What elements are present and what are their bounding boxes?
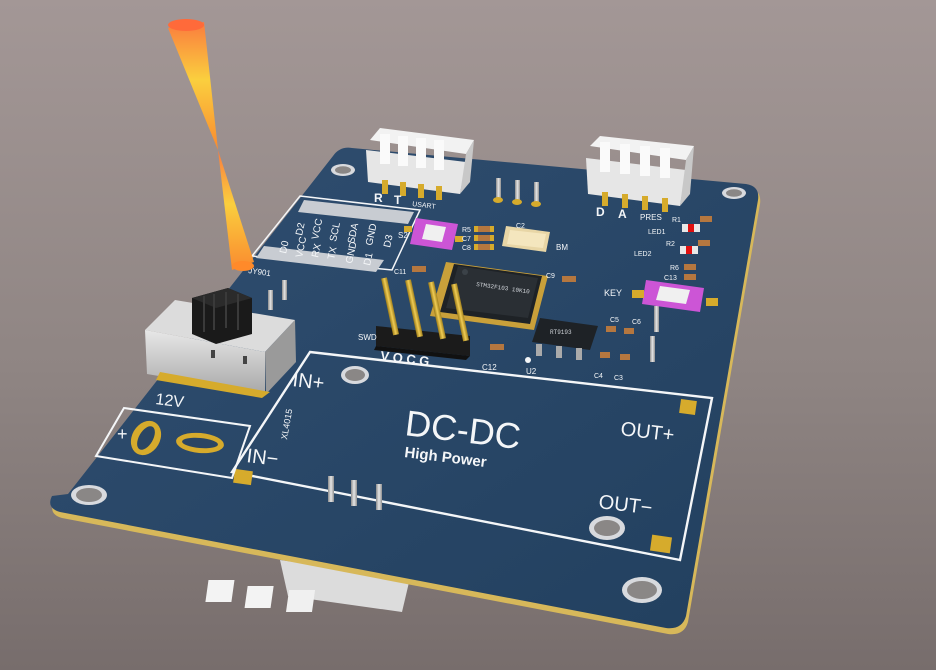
r6-label: R6 (670, 265, 679, 272)
a-label: A (618, 207, 627, 221)
c11-label: C11 (394, 269, 406, 276)
plus-label: + (117, 424, 128, 444)
bottom-connector (205, 560, 410, 612)
s2-label: S2 (398, 231, 408, 240)
c4-label: C4 (594, 373, 603, 380)
c5-label: C5 (610, 317, 619, 324)
pin-header-3 (493, 178, 541, 207)
pres-label: PRES (640, 213, 662, 222)
led1 (682, 224, 700, 232)
key-label: KEY (604, 288, 622, 298)
usart-connector[interactable] (366, 128, 474, 200)
s2-button[interactable] (404, 218, 463, 250)
led2-label: LED2 (634, 251, 652, 258)
swd-label: SWD (358, 333, 377, 342)
usart-r-label: R (374, 191, 383, 205)
svg-text:D2: D2 (294, 221, 308, 236)
svg-text:GND: GND (344, 241, 359, 265)
led2 (680, 246, 698, 254)
power-input-footprint: 12V + (94, 391, 252, 480)
svg-text:GND: GND (364, 223, 379, 247)
c12-capacitor (490, 344, 504, 350)
svg-text:SDA: SDA (346, 222, 361, 245)
usart-t-label: T (394, 193, 402, 207)
jy901-pin-labels-bottom: D0 VCC RX TX GND D1 (278, 236, 376, 267)
svg-text:VCC: VCC (294, 236, 309, 259)
regulator-marking: RT9193 (550, 329, 572, 336)
svg-text:D3: D3 (382, 233, 396, 248)
r1-resistor (700, 216, 712, 222)
power-slide-switch[interactable] (145, 288, 296, 398)
c11-capacitor (412, 266, 426, 272)
bm-label: BM (556, 243, 568, 252)
jy901-module-outline: JY901 D2 VCC SCL SDA GND D3 D0 VCC RX TX… (248, 195, 422, 278)
c9-label: C9 (546, 273, 555, 280)
c3-label: C3 (614, 375, 623, 382)
dcdc-pin-header (328, 476, 382, 510)
usart-label: USART (412, 201, 437, 211)
svg-text:TX: TX (326, 246, 339, 261)
led1-label: LED1 (648, 229, 666, 236)
12v-label: 12V (155, 391, 186, 411)
r2-resistor (698, 240, 710, 246)
svg-text:D1: D1 (362, 251, 376, 266)
laser-beam (168, 19, 254, 271)
key-button[interactable] (632, 280, 718, 312)
c13-capacitor (684, 274, 696, 280)
mounting-hole (71, 164, 746, 603)
svg-text:D0: D0 (278, 239, 292, 254)
r5-label: R5 (462, 227, 471, 234)
c7-label: C7 (462, 236, 471, 243)
u2-label: U2 (526, 367, 537, 376)
pcb-board (50, 147, 761, 635)
crystal (502, 226, 550, 252)
svg-text:VCC: VCC (310, 218, 325, 241)
da-connector[interactable] (586, 136, 694, 212)
c8-label: C8 (462, 245, 471, 252)
swd-header[interactable] (374, 277, 470, 360)
jy901-label: JY901 (248, 266, 272, 278)
in-minus-label: IN− (245, 445, 279, 471)
d-label: D (596, 205, 605, 219)
r6-resistor (684, 264, 696, 270)
c6-label: C6 (632, 319, 641, 326)
jy901-pin-labels-top: D2 VCC SCL SDA GND D3 (294, 218, 396, 249)
pin1-dot (525, 357, 531, 363)
smd-cluster-left (474, 226, 494, 250)
r1-label: R1 (672, 217, 681, 224)
r2-label: R2 (666, 241, 675, 248)
c2-label: C2 (516, 223, 525, 230)
c13-label: C13 (664, 275, 677, 282)
swd-pins-label: V O C G (380, 348, 431, 369)
svg-text:RX: RX (310, 242, 324, 258)
pin-header-left (268, 280, 287, 310)
c9-capacitor (562, 276, 576, 282)
in-plus-label: IN+ (291, 369, 325, 395)
u2-regulator: RT9193 (532, 318, 598, 360)
c12-label: C12 (482, 363, 497, 372)
pin-header-right (650, 306, 659, 362)
svg-text:SCL: SCL (328, 221, 343, 243)
smd-cluster-right (600, 326, 634, 360)
